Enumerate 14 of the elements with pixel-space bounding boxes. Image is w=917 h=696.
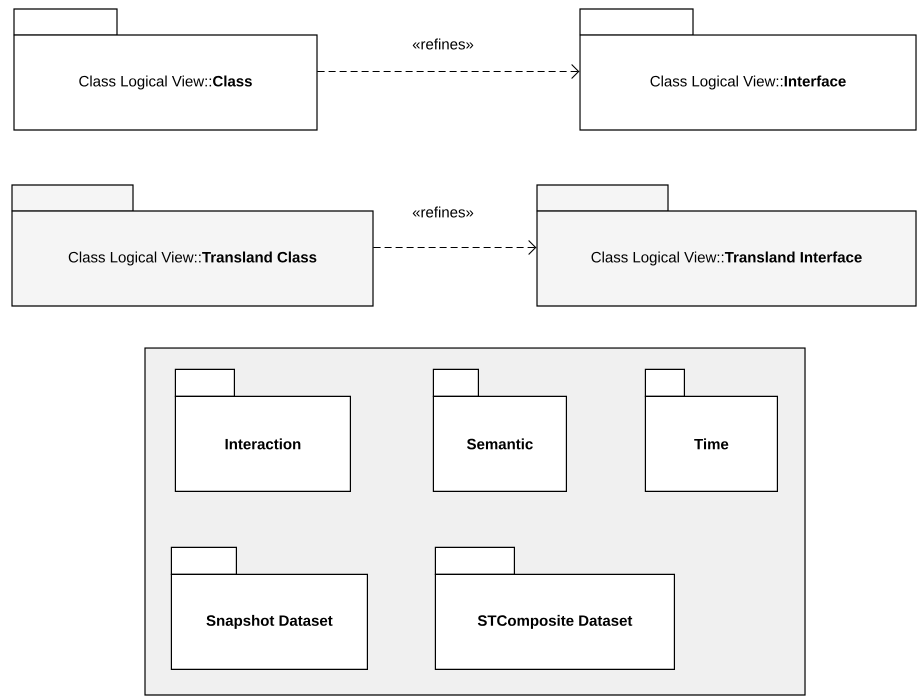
package-box: Class Logical View::Class: [13, 8, 318, 131]
node-label: Class Logical View::Interface: [650, 76, 846, 90]
package-box: Time: [644, 368, 778, 492]
edge-label: «refines»: [412, 206, 474, 218]
package-box: Snapshot Dataset: [170, 546, 368, 670]
dependency-arrow: [318, 64, 580, 79]
dependency-arrow: [374, 240, 536, 255]
package-box: Semantic: [432, 368, 567, 492]
package-box: Class Logical View::Transland Class: [11, 184, 374, 307]
edge-label: «refines»: [412, 38, 474, 50]
package-box: Class Logical View::Transland Interface: [536, 184, 917, 307]
package-box: STComposite Dataset: [434, 546, 675, 670]
package-box: Class Logical View::Interface: [579, 8, 917, 131]
package-box: Interaction: [174, 368, 351, 492]
